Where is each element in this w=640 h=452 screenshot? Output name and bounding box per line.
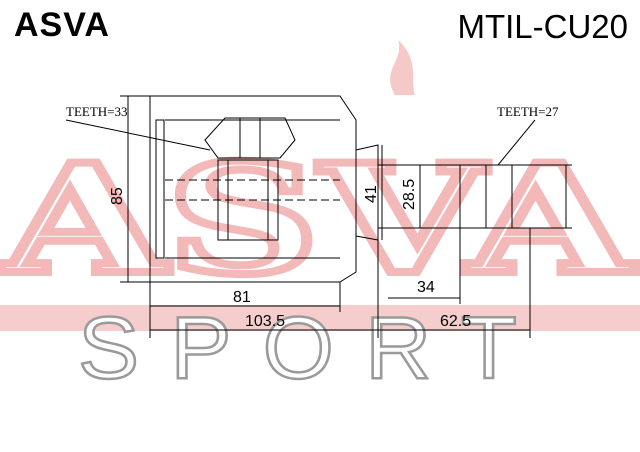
flange-neck [355, 144, 379, 241]
watermark-band [0, 305, 640, 331]
dim-housing-diameter: 85 [109, 187, 126, 205]
dim-shaft-length: 34 [417, 279, 435, 296]
part-number: MTIL-CU20 [457, 8, 628, 45]
dim-housing-length: 81 [233, 289, 251, 306]
centerline [165, 179, 340, 201]
dim-overall-shaft-length: 62.5 [440, 313, 471, 330]
shaft [378, 164, 461, 229]
housing-outline [149, 95, 357, 283]
left-spline-label: TEETH=33 [66, 104, 127, 119]
dim-flange-diameter: 41 [363, 185, 380, 203]
watermark-flame-icon [390, 40, 415, 95]
dim-shaft-diameter: 28.5 [401, 179, 418, 210]
watermark-letters: ASVA [0, 132, 636, 308]
brand-name: ASVA [14, 6, 110, 44]
housing-spline [155, 119, 165, 259]
tripod-roller [204, 117, 296, 159]
right-spline-label: TEETH=27 [497, 104, 559, 119]
dim-overall-housing-length: 103.5 [245, 313, 285, 330]
